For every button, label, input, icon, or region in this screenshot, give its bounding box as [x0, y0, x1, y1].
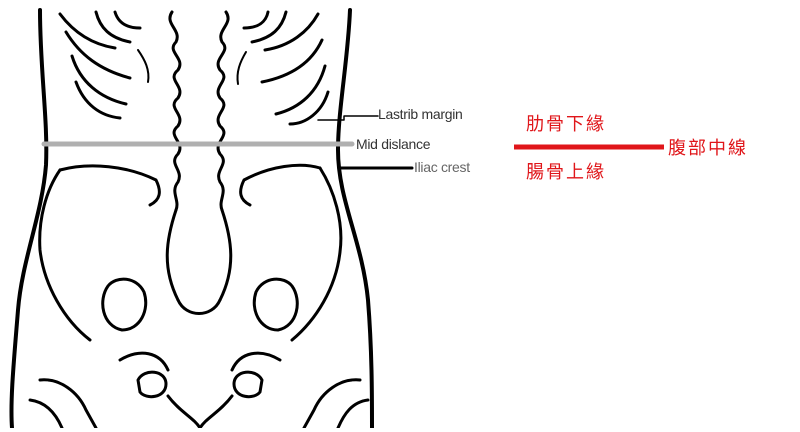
spine-left-edge	[170, 12, 180, 210]
right-rib-cage	[237, 12, 328, 124]
last-rib-margin-label: Lastrib margin	[378, 106, 463, 122]
pelvis	[30, 165, 368, 428]
iliac-crest-label: Iliac crest	[414, 159, 470, 175]
rib-lower-edge-label: 肋骨下緣	[526, 110, 606, 136]
spine-right-edge	[218, 12, 228, 210]
mid-distance-label: Mid dislance	[356, 136, 430, 152]
last-rib-pointer-line	[318, 116, 378, 120]
right-body-outline	[338, 10, 372, 428]
iliac-upper-edge-label: 腸骨上緣	[526, 158, 606, 184]
abdominal-midline-label: 腹部中線	[668, 134, 748, 160]
left-rib-cage	[60, 12, 148, 118]
